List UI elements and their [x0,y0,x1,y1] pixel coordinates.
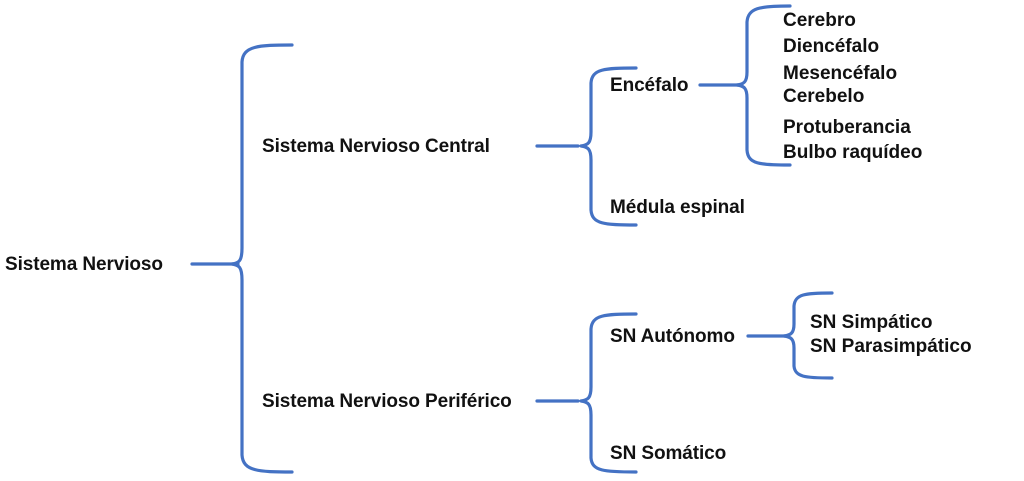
leaf-sn-simpatico[interactable]: SN Simpático [810,312,933,333]
encefalo-parts-list: Cerebro Diencéfalo Mesencéfalo Cerebelo … [783,11,922,162]
leaf-protuberancia[interactable]: Protuberancia [783,117,911,138]
leaf-diencefalo[interactable]: Diencéfalo [783,36,880,57]
leaf-sn-parasimpatico[interactable]: SN Parasimpático [810,336,972,357]
node-encefalo[interactable]: Encéfalo [610,75,689,96]
node-sistema-nervioso-periferico[interactable]: Sistema Nervioso Periférico [262,391,512,412]
leaf-cerebelo[interactable]: Cerebelo [783,86,865,107]
node-sn-somatico[interactable]: SN Somático [610,443,727,464]
leaf-bulbo-raquideo[interactable]: Bulbo raquídeo [783,142,923,163]
autonomo-parts-list: SN Simpático SN Parasimpático [810,313,972,356]
node-medula-espinal[interactable]: Médula espinal [610,197,745,218]
node-sistema-nervioso[interactable]: Sistema Nervioso [5,254,163,275]
leaf-mesencefalo[interactable]: Mesencéfalo [783,63,898,84]
node-sn-autonomo[interactable]: SN Autónomo [610,326,735,347]
leaf-cerebro[interactable]: Cerebro [783,10,856,31]
node-sistema-nervioso-central[interactable]: Sistema Nervioso Central [262,136,490,157]
